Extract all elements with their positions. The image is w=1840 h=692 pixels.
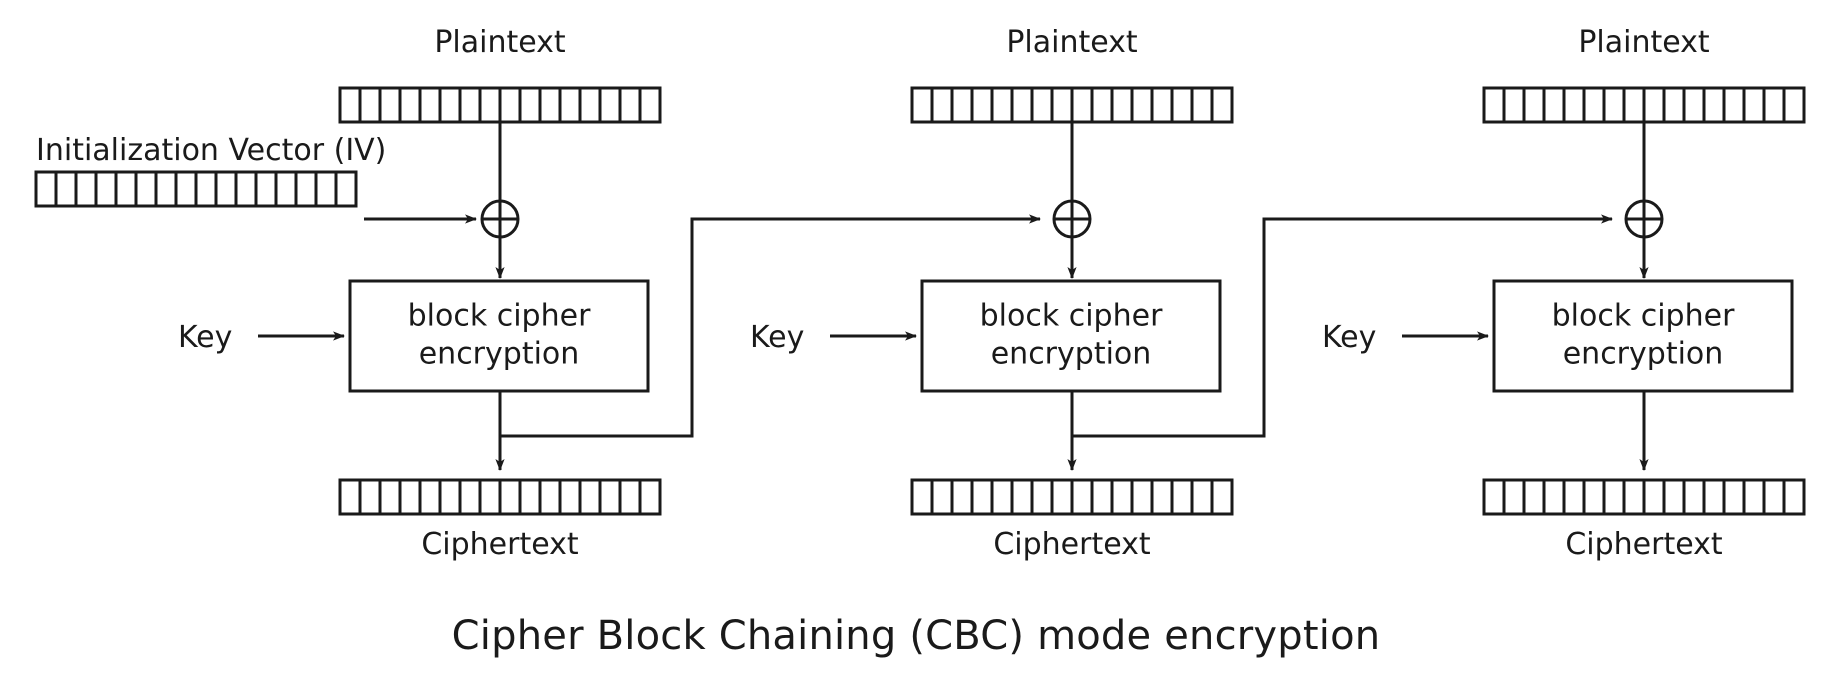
- xor-operator-2: [1052, 199, 1092, 239]
- iv-label: Initialization Vector (IV): [36, 133, 387, 168]
- xor-operator-3: [1624, 199, 1664, 239]
- plaintext-label-2: Plaintext: [1006, 25, 1138, 60]
- key-label-3: Key: [1322, 320, 1377, 355]
- block-3-group: [1402, 86, 1806, 516]
- feedback-line-2: [1072, 214, 1613, 438]
- block-cipher-line-2a: block cipher: [979, 298, 1163, 334]
- ciphertext-bit-array-1: [338, 478, 662, 516]
- plaintext-bit-array-3: [1482, 86, 1806, 124]
- plaintext-label-1: Plaintext: [434, 25, 566, 60]
- block-cipher-line-3b: encryption: [1562, 337, 1724, 372]
- xor-operator-1: [480, 199, 520, 239]
- ciphertext-bit-array-3: [1482, 478, 1806, 516]
- block-cipher-box-3: [1492, 279, 1794, 393]
- block-cipher-label-3: block cipher encryption: [1552, 298, 1735, 375]
- block-cipher-label-1: block cipher encryption: [408, 298, 591, 375]
- block-cipher-line-1a: block cipher: [407, 298, 591, 334]
- key-label-2: Key: [750, 320, 805, 355]
- block-cipher-box-2: [920, 279, 1222, 393]
- feedback-line-1: [500, 214, 1041, 438]
- block-cipher-line-2b: encryption: [990, 337, 1152, 372]
- ciphertext-bit-array-2: [910, 478, 1234, 516]
- block-cipher-box-1: [348, 279, 650, 393]
- ciphertext-label-1: Ciphertext: [421, 527, 579, 562]
- key-label-1: Key: [178, 320, 233, 355]
- block-cipher-line-1b: encryption: [418, 337, 580, 372]
- plaintext-bit-array-1: [338, 86, 662, 124]
- iv-bit-array: [34, 170, 358, 208]
- plaintext-label-3: Plaintext: [1578, 25, 1710, 60]
- block-cipher-line-3a: block cipher: [1551, 298, 1735, 334]
- block-1-group: [258, 86, 1041, 516]
- ciphertext-label-3: Ciphertext: [1565, 527, 1723, 562]
- block-cipher-label-2: block cipher encryption: [980, 298, 1163, 375]
- plaintext-bit-array-2: [910, 86, 1234, 124]
- ciphertext-label-2: Ciphertext: [993, 527, 1151, 562]
- diagram-title: Cipher Block Chaining (CBC) mode encrypt…: [451, 613, 1381, 659]
- block-2-group: [830, 86, 1613, 516]
